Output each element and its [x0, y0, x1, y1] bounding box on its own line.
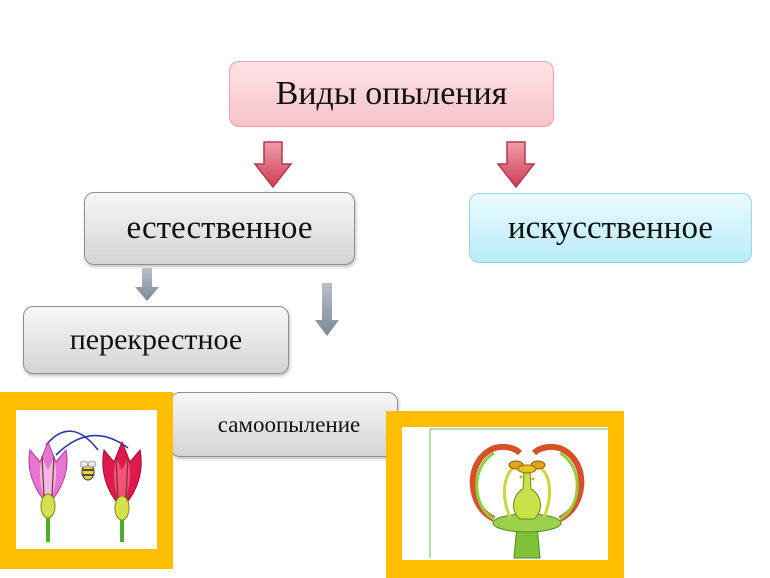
title-label: Виды опыления	[275, 75, 508, 112]
arrow-down-icon	[135, 268, 159, 301]
artificial-pollination-box: искусственное	[469, 193, 752, 263]
self-label: самоопыление	[217, 411, 361, 437]
self-pollination-flower-icon	[429, 428, 608, 559]
artificial-label: искусственное	[508, 209, 713, 246]
self-pollination-box: самоопыление	[170, 392, 398, 457]
arrow-down-icon	[496, 141, 536, 189]
cross-pollination-box: перекрестное	[23, 306, 289, 374]
arrow-down-icon	[315, 283, 339, 336]
cross-label: перекрестное	[69, 323, 243, 356]
cross-pollination-flowers-icon	[28, 430, 142, 542]
arrow-down-icon	[253, 141, 293, 189]
self-pollination-image	[386, 411, 624, 578]
natural-label: естественное	[126, 210, 313, 246]
title-box: Виды опыления	[229, 61, 554, 127]
cross-pollination-image	[0, 392, 173, 569]
natural-pollination-box: естественное	[84, 192, 355, 265]
